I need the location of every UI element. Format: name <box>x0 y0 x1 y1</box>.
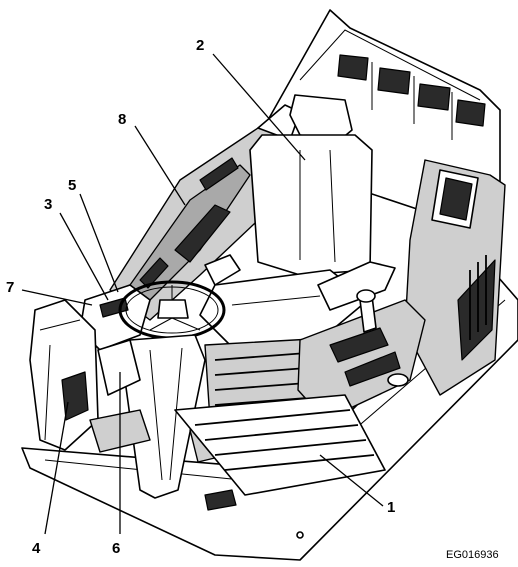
leader-3 <box>59 212 109 301</box>
leader-2 <box>212 53 306 161</box>
left-side-panel <box>109 104 301 321</box>
leader-7 <box>21 289 93 306</box>
callout-7: 7 <box>6 279 14 296</box>
leader-8 <box>134 125 186 206</box>
leader-4 <box>44 401 69 535</box>
callout-2: 2 <box>196 37 204 54</box>
callout-3: 3 <box>44 196 52 213</box>
leader-5 <box>79 193 119 293</box>
front-left-console <box>29 299 99 451</box>
figure-code: EG016936 <box>446 549 499 561</box>
right-rear-console <box>404 159 506 396</box>
leader-1 <box>319 454 384 507</box>
steering-column <box>97 334 206 499</box>
leader-lines <box>21 53 384 535</box>
callout-1: 1 <box>387 499 395 516</box>
floor-mat <box>174 394 386 496</box>
right-joystick-console <box>297 289 426 421</box>
callout-5: 5 <box>68 177 76 194</box>
callout-4: 4 <box>32 540 41 557</box>
callout-6: 6 <box>112 540 120 557</box>
callout-8: 8 <box>118 111 126 128</box>
callouts: 1 2 3 4 5 6 7 8 <box>6 37 395 557</box>
